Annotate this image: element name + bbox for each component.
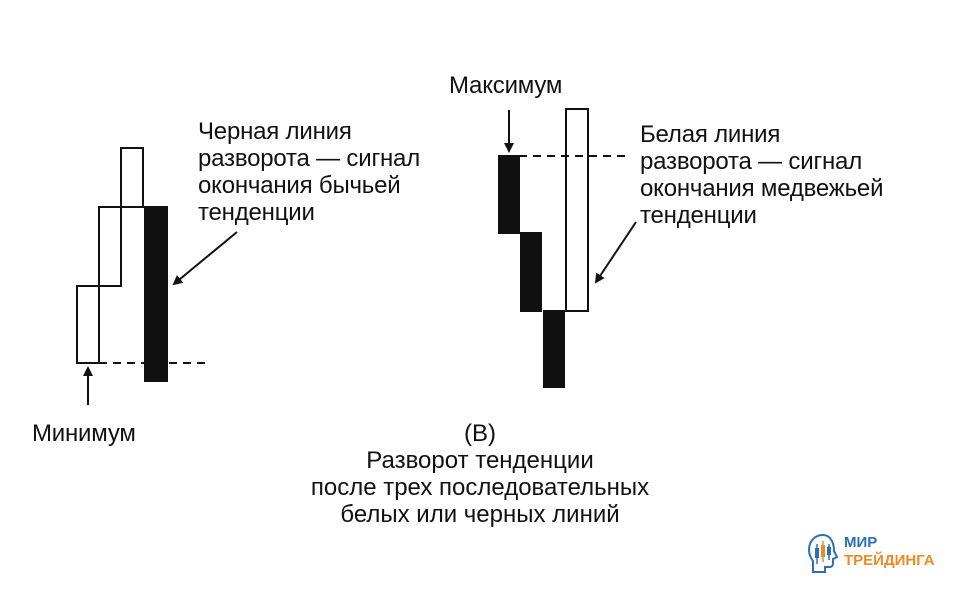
white-line-2 bbox=[98, 206, 122, 287]
brand-logo: МИР ТРЕЙДИНГА bbox=[806, 532, 956, 576]
right-annotation-line-1: Белая линия bbox=[640, 121, 781, 148]
black-line-2 bbox=[520, 232, 542, 312]
caption-line-3: белых или черных линий bbox=[340, 501, 620, 528]
right-annotation-line-3: окончания медвежьей bbox=[640, 175, 884, 202]
white-line-3 bbox=[120, 147, 144, 208]
caption-letter: (В) bbox=[464, 420, 496, 447]
white-line-1 bbox=[76, 285, 100, 364]
left-annotation-line-1: Черная линия bbox=[198, 118, 352, 145]
right-annotation-line-2: разворота — сигнал bbox=[640, 148, 862, 175]
white-line-pointer-arrow bbox=[594, 221, 637, 284]
caption-line-1: Разворот тенденции bbox=[366, 447, 594, 474]
logo-line-1: МИР bbox=[844, 534, 878, 551]
logo-line-2: ТРЕЙДИНГА bbox=[844, 552, 935, 569]
white-reversal-line bbox=[565, 108, 589, 312]
black-line-pointer-arrow bbox=[172, 231, 238, 286]
right-annotation-line-4: тенденции bbox=[640, 202, 757, 229]
left-annotation-line-2: разворота — сигнал bbox=[198, 145, 420, 172]
head-candles-icon bbox=[807, 533, 839, 573]
right-panel-lines bbox=[498, 108, 637, 388]
left-annotation-line-4: тенденции bbox=[198, 199, 315, 226]
left-annotation-line-3: окончания бычьей bbox=[198, 172, 401, 199]
black-reversal-line bbox=[144, 206, 168, 382]
black-line-1 bbox=[498, 155, 520, 234]
black-line-3 bbox=[543, 310, 565, 388]
left-panel-lines bbox=[76, 147, 238, 405]
maximum-label: Максимум bbox=[449, 72, 563, 99]
minimum-label: Минимум bbox=[32, 420, 136, 447]
logo-text: МИР ТРЕЙДИНГА bbox=[844, 534, 935, 570]
caption-line-2: после трех последовательных bbox=[310, 474, 650, 501]
